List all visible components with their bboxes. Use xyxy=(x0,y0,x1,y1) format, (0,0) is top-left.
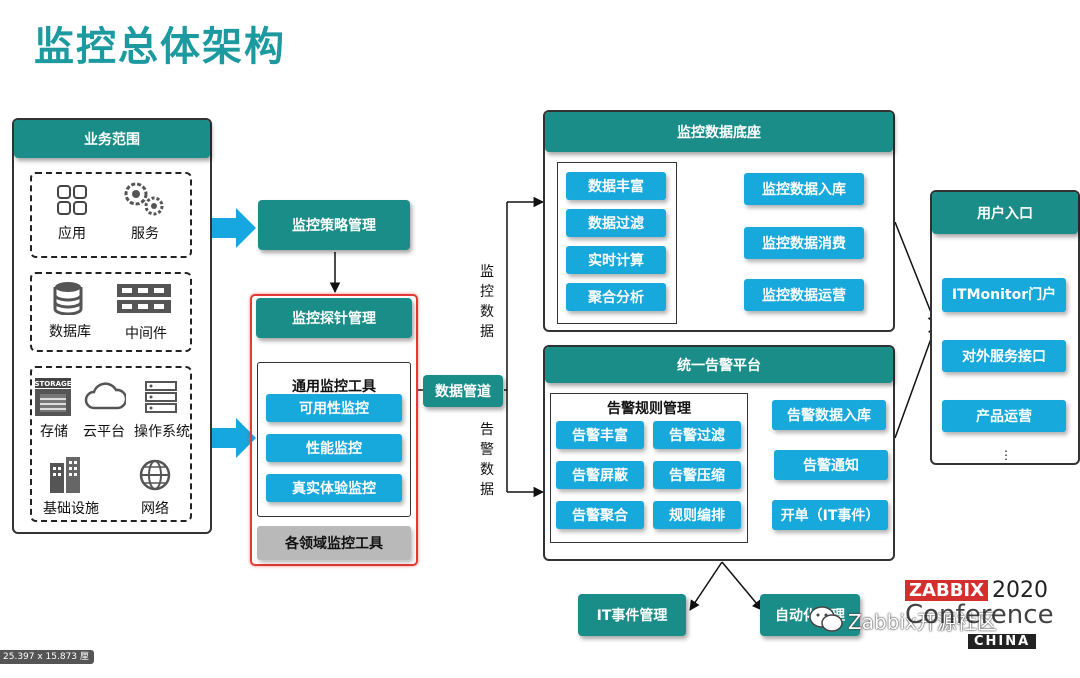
alert-notify-box: 告警通知 xyxy=(774,450,888,480)
middleware-label: 中间件 xyxy=(125,326,167,342)
storage-label: 存储 xyxy=(40,424,68,440)
cloud-icon xyxy=(84,382,128,412)
network-label: 网络 xyxy=(141,501,169,517)
aggregate-analysis-box: 聚合分析 xyxy=(566,283,666,311)
zabbix-logo-text: ZABBIX xyxy=(905,580,988,601)
dimension-label: 25.397 x 15.873 厘米 xyxy=(0,650,94,676)
it-event-management-box: IT事件管理 xyxy=(578,594,686,636)
infrastructure-icon xyxy=(48,457,82,493)
rule-orchestration-box: 规则编排 xyxy=(653,501,741,529)
business-scope-header: 业务范围 xyxy=(14,120,210,158)
service-icon xyxy=(122,180,166,218)
availability-monitor-tool: 可用性监控 xyxy=(266,394,402,422)
product-operation-box: 产品运营 xyxy=(942,400,1066,432)
wechat-icon xyxy=(808,605,844,635)
os-icon xyxy=(144,380,178,414)
watermark-text: Zabbix开源社区 xyxy=(848,610,997,634)
general-tools-title: 通用监控工具 xyxy=(292,379,376,395)
performance-monitor-tool: 性能监控 xyxy=(266,434,402,462)
user-entry-header: 用户入口 xyxy=(932,192,1078,234)
os-label: 操作系统 xyxy=(134,424,190,440)
infrastructure-label: 基础设施 xyxy=(43,501,99,517)
conference-text: Conference xyxy=(905,600,1054,630)
probe-management-panel xyxy=(250,294,418,566)
alert-aggregate-box: 告警聚合 xyxy=(556,501,644,529)
open-ticket-box: 开单（IT事件） xyxy=(772,500,888,530)
data-enrich-box: 数据丰富 xyxy=(566,172,666,200)
business-scope-panel xyxy=(12,118,212,534)
service-label: 服务 xyxy=(131,226,159,242)
alert-mask-box: 告警屏蔽 xyxy=(556,461,644,489)
storage-icon: STORAGE xyxy=(34,377,72,417)
alert-filter-box: 告警过滤 xyxy=(653,421,741,449)
realtime-compute-box: 实时计算 xyxy=(566,246,666,274)
conference-logo-top: ZABBIX 2020 xyxy=(905,578,1048,603)
infra-group xyxy=(30,366,192,522)
middleware-icon xyxy=(116,283,172,315)
alert-data-label: 告警数据 xyxy=(480,422,494,498)
app-label: 应用 xyxy=(58,226,86,242)
db-middleware-group xyxy=(30,272,192,352)
alert-data-ingest-box: 告警数据入库 xyxy=(772,400,886,430)
alert-enrich-box: 告警丰富 xyxy=(556,421,644,449)
monitor-data-operation-box: 监控数据运营 xyxy=(744,279,864,311)
app-icon xyxy=(55,183,89,217)
alert-platform-header: 统一告警平台 xyxy=(545,347,893,383)
storage-badge-text: STORAGE xyxy=(34,380,71,388)
network-globe-icon xyxy=(138,458,172,492)
monitor-data-label: 监控数据 xyxy=(480,264,494,340)
database-icon xyxy=(52,281,84,316)
conference-china-badge: CHINA xyxy=(968,634,1037,649)
real-experience-monitor-tool: 真实体验监控 xyxy=(266,474,402,502)
data-pipeline-box: 数据管道 xyxy=(423,375,503,407)
data-filter-box: 数据过滤 xyxy=(566,209,666,237)
monitor-data-ingest-box: 监控数据入库 xyxy=(744,173,864,205)
more-ellipsis: ⋮ xyxy=(1000,448,1012,462)
external-api-box: 对外服务接口 xyxy=(942,340,1066,372)
conference-year: 2020 xyxy=(992,578,1048,603)
probe-management-header: 监控探针管理 xyxy=(256,298,412,338)
cloud-label: 云平台 xyxy=(83,424,125,440)
monitor-data-base-header: 监控数据底座 xyxy=(545,112,893,152)
database-label: 数据库 xyxy=(49,324,91,340)
itmonitor-portal-box: ITMonitor门户 xyxy=(942,278,1066,312)
domain-tools-box: 各领域监控工具 xyxy=(257,526,411,560)
strategy-management-box: 监控策略管理 xyxy=(258,200,410,250)
monitor-data-consume-box: 监控数据消费 xyxy=(744,227,864,259)
alert-compress-box: 告警压缩 xyxy=(653,461,741,489)
alert-rules-title: 告警规则管理 xyxy=(607,401,691,417)
app-service-group xyxy=(30,172,192,258)
page-title: 监控总体架构 xyxy=(34,24,286,70)
blue-arrow-lower xyxy=(212,418,256,458)
blue-arrow-upper xyxy=(212,208,256,248)
